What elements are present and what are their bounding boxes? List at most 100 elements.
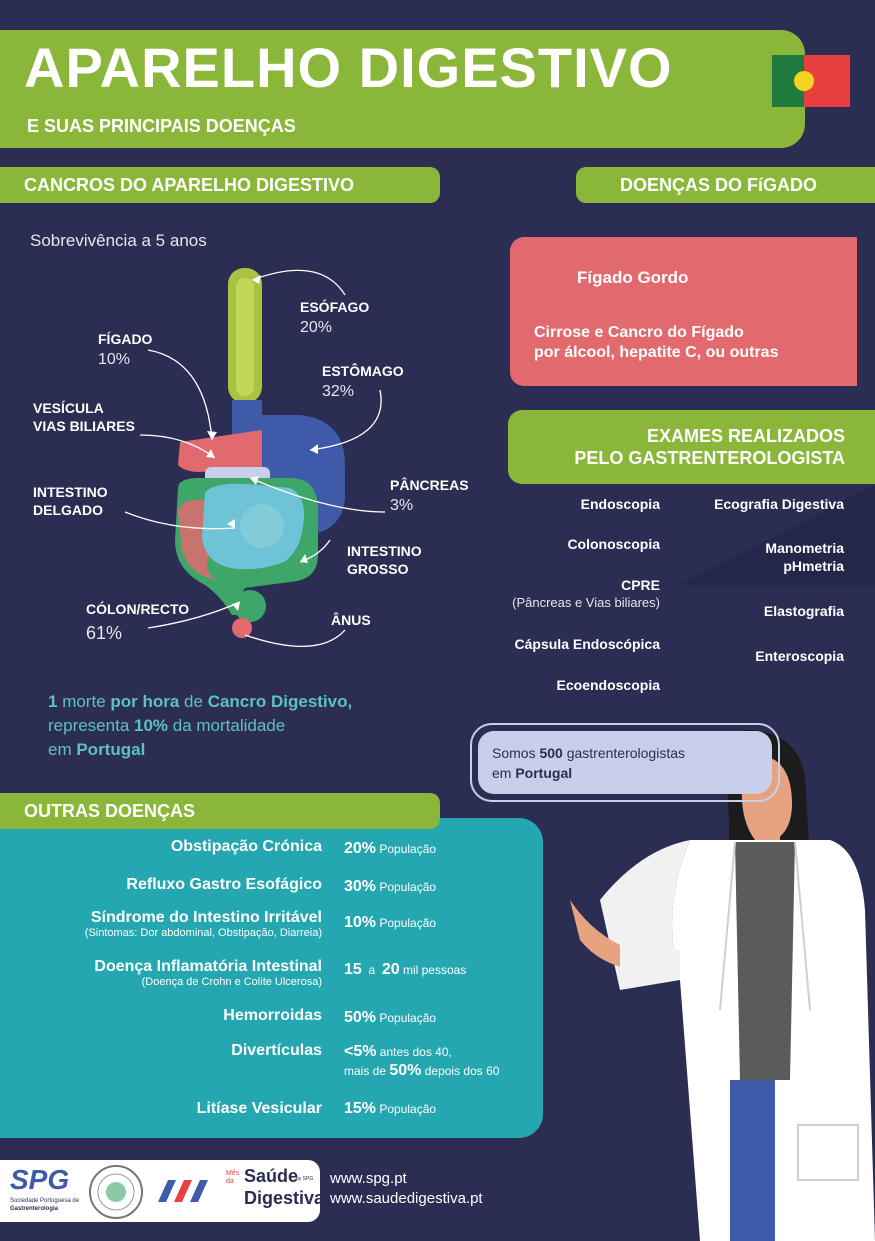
bubble-count: 500 (539, 745, 563, 761)
disease-subtitle: (Sintomas: Dor abdominal, Obstipação, Di… (84, 927, 322, 939)
seal-logo-icon (89, 1165, 143, 1219)
disease-name-text: Litíase Vesicular (196, 1100, 322, 1117)
disease-value-number: 30% (344, 878, 377, 895)
digestiva-label: Digestiva (244, 1188, 325, 1208)
disease-name: Hemorroidas (223, 1007, 322, 1025)
mortality-per-hour: por hora (110, 692, 180, 711)
doctor-illustration (570, 730, 875, 1241)
disease-value-unit: População (376, 880, 437, 894)
small-intestine-label-2: DELGADO (33, 502, 103, 518)
stomach-value: 32% (322, 383, 355, 400)
liver-diseases-panel (510, 237, 857, 386)
exam-capsula: Cápsula Endoscópica (514, 636, 660, 652)
disease-value-unit: População (376, 1011, 437, 1025)
bubble-text-1: Somos (492, 745, 540, 761)
mortality-text-4: da mortalidade (168, 715, 286, 735)
mortality-count: 1 (48, 692, 58, 711)
disease-name: Doença Inflamatória Intestinal(Doença de… (94, 958, 322, 988)
page-subtitle: E SUAS PRINCIPAIS DOENÇAS (27, 116, 296, 136)
website-link-spg[interactable]: www.spg.pt (330, 1170, 407, 1187)
exam-elastografia: Elastografia (763, 603, 844, 619)
page-title: APARELHO DIGESTIVO (24, 36, 673, 99)
liver-value: 10% (98, 351, 131, 368)
colon-label: CÓLON/RECTO (86, 601, 190, 617)
mortality-statement: 1 morte por hora de Cancro Digestivo, re… (48, 690, 428, 761)
section-others-heading: OUTRAS DOENÇAS (0, 793, 440, 829)
disease-name: Divertículas (231, 1042, 322, 1060)
arrow-pancreas (249, 477, 386, 513)
stomach-label: ESTÔMAGO (322, 363, 404, 379)
disease-subtitle: (Doença de Crohn e Colite Ulcerosa) (141, 976, 322, 988)
pancreas-label: PÂNCREAS (390, 477, 469, 493)
saude-label: Saúde (244, 1166, 299, 1186)
liver-label: FÍGADO (98, 331, 153, 347)
exam-cpre: CPRE (621, 577, 660, 593)
mortality-percent: 10% (134, 715, 169, 735)
mortality-text-5: em (48, 739, 77, 759)
mes-da-label: Mês da (226, 1170, 239, 1185)
disease-name-text: Refluxo Gastro Esofágico (126, 876, 322, 893)
exam-endoscopia: Endoscopia (580, 496, 660, 512)
disease-value: 30% População (344, 878, 436, 896)
cirrhosis-text: Cirrose e Cancro do Fígado por álcool, h… (534, 323, 854, 363)
disease-value: 15 a 20 mil pessoas (344, 961, 466, 979)
arrow-esophagus (251, 269, 346, 296)
pancreas-value: 3% (390, 497, 414, 514)
disease-value-line2-prefix: mais de (344, 1064, 390, 1079)
disease-name: Refluxo Gastro Esofágico (126, 876, 322, 894)
website-link-saude[interactable]: www.saudedigestiva.pt (330, 1190, 483, 1207)
mortality-text-1: morte (57, 692, 111, 711)
exams-heading-line-2: PELO GASTRENTEROLOGISTA (574, 448, 845, 468)
esophagus-value: 20% (300, 319, 333, 336)
mortality-text-3: representa (48, 715, 134, 735)
by-spg-label: by SPG (296, 1176, 314, 1182)
liver-shape (178, 430, 262, 472)
spg-subtitle-line-1: Sociedade Portuguesa de (10, 1198, 80, 1204)
bubble-text-3: em (492, 765, 516, 782)
gallbladder-label-2: VIAS BILIARES (33, 418, 135, 434)
arrow-anus (244, 629, 346, 648)
spg-subtitle-line-2: Gastrenterologia (10, 1205, 59, 1212)
exam-cpre-note: (Pâncreas e Vias biliares) (512, 595, 660, 610)
disease-value-line2-number: 50% (389, 1062, 422, 1080)
disease-name-text: Doença Inflamatória Intestinal (94, 958, 322, 975)
disease-name: Litíase Vesicular (197, 1100, 322, 1118)
spg-logo: SPG (10, 1164, 70, 1195)
disease-value: 15% População (344, 1100, 436, 1118)
speech-bubble: Somos 500 gastrenterologistas em Portuga… (470, 723, 780, 802)
anus-shape (232, 618, 252, 638)
disease-name-text: Hemorroidas (223, 1007, 322, 1024)
arrow-stomach (309, 389, 382, 451)
anus-label: ÂNUS (331, 612, 371, 628)
exam-colonoscopia: Colonoscopia (567, 536, 660, 552)
disease-value-number: 10% (344, 914, 377, 931)
large-intestine-label-1: INTESTINO (347, 543, 422, 559)
arrow-small-intestine (124, 511, 236, 530)
large-intestine-label-2: GROSSO (347, 561, 409, 577)
disease-value-number: 15% (344, 1100, 377, 1117)
disease-value-unit: População (376, 842, 437, 856)
arrow-colon (147, 601, 241, 629)
disease-value: 10% População (344, 914, 436, 932)
da-label: da (226, 1177, 234, 1185)
disease-value-line2-suffix: depois dos 60 (421, 1064, 500, 1079)
mes-label: Mês (226, 1170, 240, 1177)
disease-value: <5% antes dos 40, mais de 50% depois dos… (344, 1042, 499, 1080)
logos-bar: SPG Sociedade Portuguesa de Gastrenterol… (0, 1160, 324, 1222)
exam-manometria: Manometria (765, 540, 844, 556)
section-liver-heading: DOENÇAS DO FíGADO (576, 167, 875, 203)
disease-name-text: Obstipação Crónica (170, 838, 322, 855)
disease-value: 20% População (344, 840, 436, 858)
fatty-liver-text: Fígado Gordo (577, 268, 689, 287)
header-banner (0, 30, 805, 148)
mortality-cancer: Cancro Digestivo, (207, 692, 353, 711)
exams-heading-line-1: EXAMES REALIZADOS (646, 425, 845, 446)
bubble-text-2: gastrenterologistas (562, 745, 686, 761)
cirrhosis-line-2: por álcool, hepatite C, ou outras (534, 344, 779, 361)
arrow-liver (147, 349, 213, 441)
mortality-country: Portugal (76, 739, 146, 759)
portugal-flag-icon (772, 55, 850, 107)
exam-ecografia: Ecografia Digestiva (714, 496, 844, 512)
spg-subtitle: Sociedade Portuguesa de Gastrenterologia (10, 1198, 79, 1214)
speech-bubble-content: Somos 500 gastrenterologistas em Portuga… (478, 731, 772, 794)
